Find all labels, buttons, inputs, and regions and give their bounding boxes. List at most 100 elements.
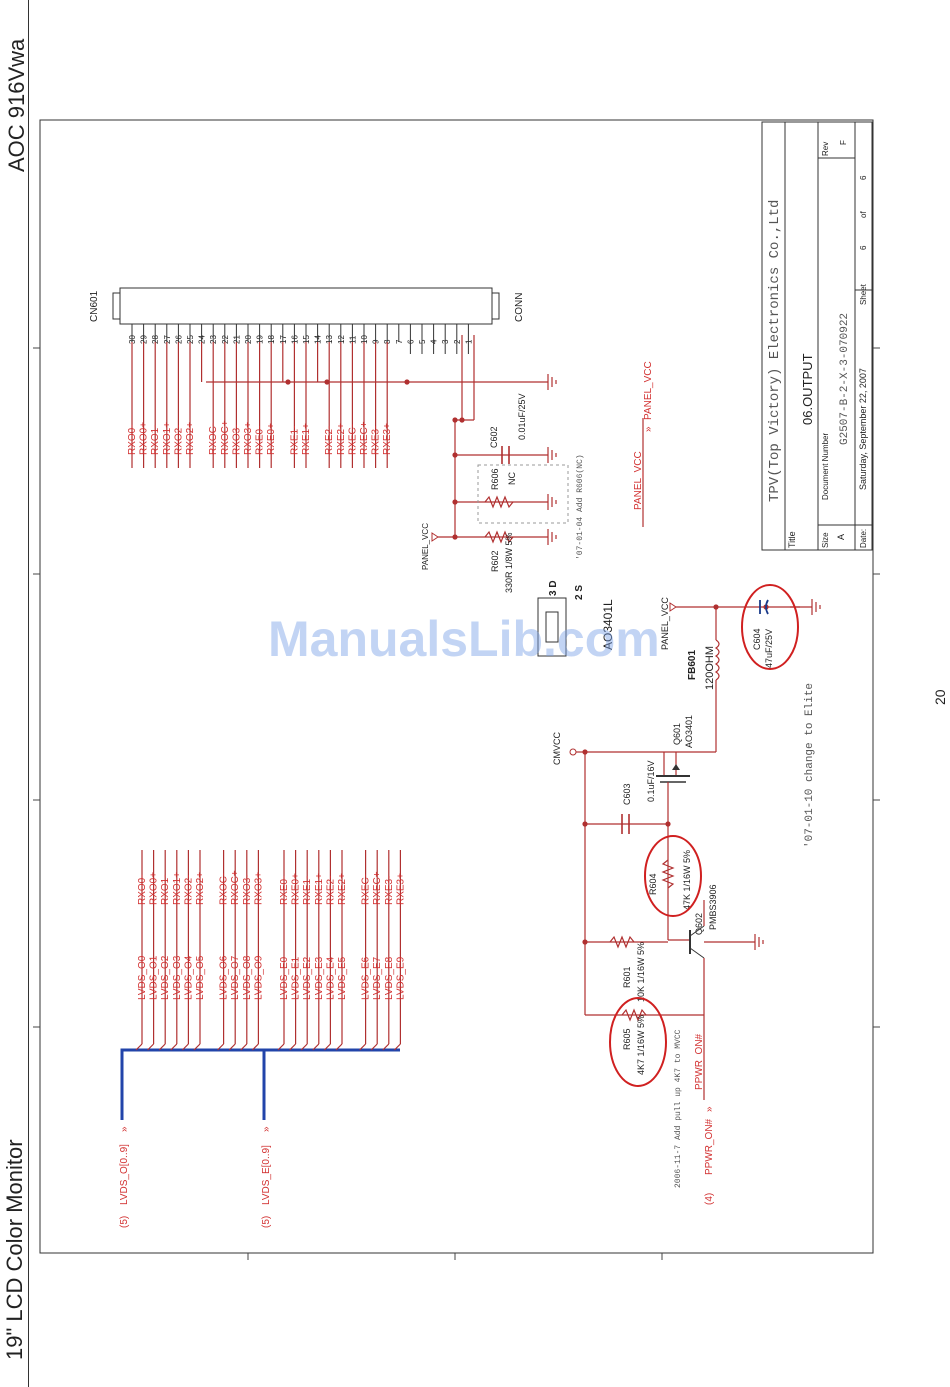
connector-type: CONN (514, 293, 525, 322)
lvds-e-group: LVDS_E0RXE0-LVDS_E1RXE0+LVDS_E2RXE1-LVDS… (277, 850, 406, 1051)
lvds-net-label: RXO0+ (149, 872, 160, 905)
connector-net-g2: RXOC+ (220, 420, 231, 455)
lvds-member-label: LVDS_O4 (183, 955, 194, 1000)
panel-vcc-label-3: PANEL_VCC (643, 361, 654, 420)
lvds-bus-entry (393, 1043, 401, 1051)
lvds-bus-entry (228, 1043, 236, 1051)
lvds-net-label: RXO3- (242, 874, 253, 905)
fb601-ref: FB601 (687, 650, 698, 680)
panel-vcc-offpage: PANEL_VCC PANEL_VCC » (633, 361, 654, 527)
r602-value: 330R 1/8W 5% (504, 532, 514, 593)
r601-ref: R601 (622, 966, 632, 988)
page-number: 20 (932, 689, 948, 705)
lvds-member-label: LVDS_E8 (384, 956, 395, 1000)
lvds-net-label: RXO3+ (253, 872, 264, 905)
ppwr-on-label-upper: PPWR_ON# (694, 1033, 705, 1090)
ao3401l-pinout: 3 D 2 S AO3401L (537, 580, 615, 657)
panel-vcc-rail: PANEL_VCC FB601 120OHM (660, 597, 812, 752)
lvds-bus-entry (147, 1043, 155, 1051)
connector-net-g2: RXO3+ (243, 422, 254, 455)
size-label: Size (821, 532, 830, 548)
connector-net-g2: RXE0- (255, 426, 266, 455)
connector-net-g1: RXO1+ (162, 422, 173, 455)
connector-net-g1: RXO2+ (185, 422, 196, 455)
lvds-bus-entry (170, 1043, 178, 1051)
lvds-o-group: LVDS_O0RXO0-LVDS_O1RXO0+LVDS_O2RXO1-LVDS… (135, 850, 264, 1051)
connector-net-g1: RXO1- (150, 424, 161, 455)
r605-note: 2006-11-7 Add pull up 4K7 to MVCC (674, 1029, 683, 1188)
c602-ref: C602 (489, 426, 499, 448)
q601-ref: Q601 (672, 723, 682, 745)
company-name: TPV(Top Victory) Electronics Co.,Ltd (767, 200, 783, 502)
lvds-net-label: RXE1- (302, 876, 313, 905)
resistor-r602: R602 330R 1/8W 5% (484, 530, 514, 593)
docnum-value: G2507-B-2-X-3-070922 (839, 313, 851, 445)
connector-net-g4: RXEC+ (359, 421, 370, 455)
connector-net-g4: RXE3+ (382, 423, 393, 455)
lvds-net-label: RXE3+ (395, 873, 406, 905)
panel-vcc-arrow: » (643, 426, 654, 432)
r601-value: 10K 1/16W 5% (636, 942, 646, 1002)
ao3401-package: AO3401L (601, 599, 615, 650)
rev-value: F (839, 140, 848, 145)
panel-vcc-port-1: PANEL_VCC (421, 523, 439, 570)
resistor-r606: R606 NC '07-01-04 Add R606(NC) (477, 454, 585, 560)
panel-vcc-label-4: PANEL_VCC (660, 597, 670, 650)
lvds-member-label: LVDS_O7 (230, 955, 241, 1000)
lvds-net-label: RXE1+ (314, 873, 325, 905)
header-rule (28, 0, 29, 1387)
lvds-o-arrow: » (119, 1126, 130, 1132)
cmvcc-node: CMVCC (552, 732, 671, 1015)
c603-ref: C603 (622, 783, 632, 805)
sheet-value: 6 (859, 245, 868, 250)
cmvcc-label: CMVCC (552, 732, 562, 765)
panel-vcc-label-2: PANEL_VCC (633, 451, 644, 510)
lvds-bus-entry (382, 1043, 390, 1051)
fb601-value: 120OHM (704, 646, 716, 690)
lvds-bus-entry (251, 1043, 259, 1051)
lvds-net-label: RXOC+ (230, 870, 241, 905)
ao3401-pin-s: 2 S (574, 585, 585, 600)
connector-pins: 3029282726252423222120191817161514131211… (128, 324, 473, 354)
lvds-bus-entry (240, 1043, 248, 1051)
r606-value: NC (507, 472, 517, 485)
connector-net-g1: RXO2- (173, 424, 184, 455)
r605-ref: R605 (622, 1028, 632, 1050)
lvds-net-label: RXE2- (325, 876, 336, 905)
ppwr-arrow: » (704, 1106, 715, 1112)
c604-note: '07-01-10 change to Elite (804, 683, 816, 848)
date-value: Saturday, September 22, 2007 (858, 368, 868, 490)
lvds-member-label: LVDS_E1 (291, 956, 302, 1000)
r604-ref: R604 (648, 873, 658, 895)
lvds-bus-entry (158, 1043, 166, 1051)
r602-ref: R602 (490, 550, 500, 572)
lvds-member-label: LVDS_E4 (325, 956, 336, 1000)
lvds-bus-entry (359, 1043, 367, 1051)
q602-ref: Q602 (694, 913, 704, 935)
lvds-net-label: RXEC+ (372, 871, 383, 905)
connector-net-g2: RXO3- (231, 424, 242, 455)
connector-net-g4: RXE3- (371, 426, 382, 455)
drawing-border (39, 119, 874, 1254)
lvds-member-label: LVDS_E5 (337, 956, 348, 1000)
docnum-label: Document Number (821, 433, 830, 500)
title-block: TPV(Top Victory) Electronics Co.,Ltd Tit… (761, 121, 873, 551)
lvds-member-label: LVDS_O6 (219, 955, 230, 1000)
lvds-bus-entry (323, 1043, 331, 1051)
connector-net-g1: RXO0- (127, 424, 138, 455)
c604-value: 47uF/25V (764, 629, 774, 668)
resistor-r604: R604 47K 1/16W 5% (644, 835, 702, 917)
lvds-bus-entry (300, 1043, 308, 1051)
lvds-e-bus-label: LVDS_E[0..9] (261, 1145, 272, 1205)
lvds-bus-entry (370, 1043, 378, 1051)
lvds-member-label: LVDS_O1 (149, 955, 160, 1000)
lvds-net-label: RXOC- (219, 873, 230, 905)
q601-value: AO3401 (684, 715, 694, 748)
q602-value: PMBS3906 (708, 884, 718, 930)
lvds-member-label: LVDS_E6 (361, 956, 372, 1000)
connector-net-labels: RXO0-RXO0+RXO1-RXO1+RXO2-RXO2+RXOC-RXOC+… (127, 342, 393, 468)
c603-value: 0.1uF/16V (646, 760, 656, 802)
of-label: of (859, 211, 868, 218)
lvds-e-arrow: » (261, 1126, 272, 1132)
